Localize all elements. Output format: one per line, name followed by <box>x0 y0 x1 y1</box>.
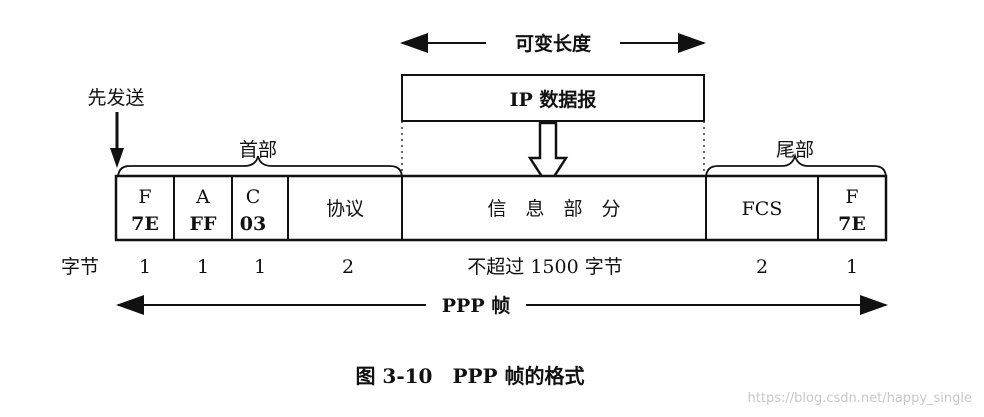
send-first-arrow <box>110 112 124 168</box>
watermark: https://blog.csdn.net/happy_single <box>748 391 972 406</box>
field-flag-start-value: 7E <box>131 213 159 235</box>
ip-datagram-box: IP 数据报 <box>401 74 705 122</box>
ip-datagram-label: IP 数据报 <box>510 88 597 111</box>
bytes-control: 1 <box>254 256 266 278</box>
field-address: A FF <box>190 186 217 235</box>
field-fcs: FCS <box>742 198 783 220</box>
variable-length-arrow: 可变长度 <box>400 32 706 55</box>
field-flag-end: F 7E <box>838 186 866 235</box>
ppp-frame: F 7E A FF C 03 协议 信 息 部 分 FCS F 7E <box>114 174 888 242</box>
field-control-name: C <box>246 186 261 208</box>
send-first-label: 先发送 <box>87 87 144 109</box>
encapsulation-arrow <box>527 121 569 189</box>
variable-length-label: 可变长度 <box>515 32 592 55</box>
bytes-address: 1 <box>197 256 209 278</box>
ppp-frame-span-arrow: PPP 帧 <box>116 294 888 317</box>
bytes-fcs: 2 <box>756 256 768 278</box>
field-information: 信 息 部 分 <box>487 198 620 220</box>
bytes-row: 字节 1 1 1 2 不超过 1500 字节 2 1 <box>61 256 858 278</box>
bytes-flag-end: 1 <box>846 256 858 278</box>
header-label: 首部 <box>239 139 277 161</box>
field-control: C 03 <box>240 186 266 235</box>
field-address-value: FF <box>190 213 217 235</box>
field-flag-start: F 7E <box>131 186 159 235</box>
field-protocol: 协议 <box>326 198 364 220</box>
bytes-information: 不超过 1500 字节 <box>467 256 622 278</box>
field-flag-end-value: 7E <box>838 213 866 235</box>
trailer-label: 尾部 <box>776 139 814 161</box>
header-brace <box>117 155 403 179</box>
field-flag-end-name: F <box>845 186 858 208</box>
trailer-brace <box>705 152 887 179</box>
field-flag-start-name: F <box>138 186 151 208</box>
field-address-name: A <box>195 186 210 208</box>
bytes-flag-start: 1 <box>139 256 151 278</box>
field-control-value: 03 <box>240 213 266 235</box>
figure-caption: 图 3-10 PPP 帧的格式 <box>355 364 584 388</box>
bytes-row-label: 字节 <box>61 256 99 278</box>
ppp-frame-label: PPP 帧 <box>442 294 510 317</box>
bytes-protocol: 2 <box>342 256 354 278</box>
